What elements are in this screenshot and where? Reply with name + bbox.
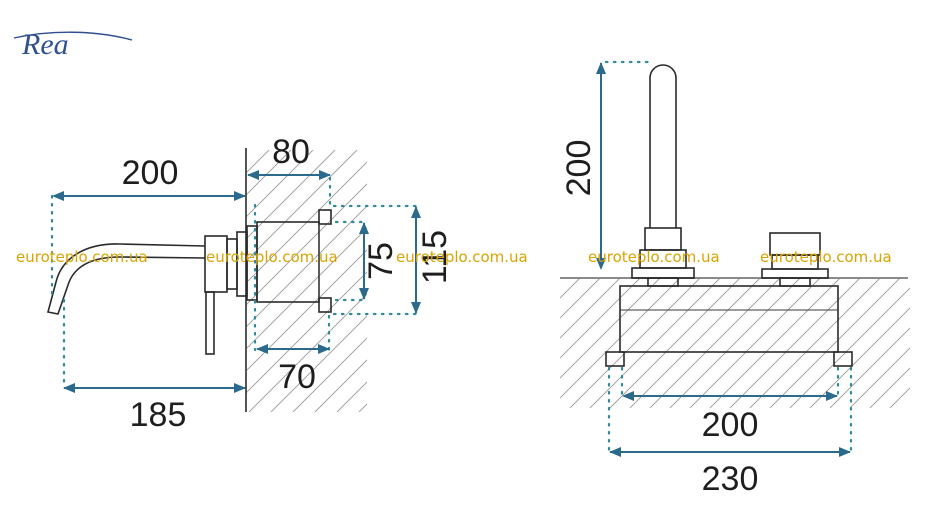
brand-logo: Rea bbox=[13, 28, 133, 61]
hatch-line bbox=[769, 278, 901, 408]
hatch-line bbox=[247, 150, 314, 217]
hatch-line bbox=[248, 293, 367, 412]
hatch-line bbox=[829, 327, 910, 408]
watermark-text: euroteplo.com.ua bbox=[396, 248, 528, 266]
hatch-line bbox=[247, 150, 336, 239]
mixer-body-side bbox=[204, 209, 332, 355]
hatch-line bbox=[560, 278, 581, 299]
hatch-line bbox=[314, 359, 367, 412]
label-inner-width: 200 bbox=[702, 406, 759, 444]
hatch-line bbox=[869, 367, 910, 408]
hatch-line bbox=[292, 337, 367, 412]
dim-arrow-wall-depth bbox=[247, 170, 331, 180]
hatch-line bbox=[749, 278, 881, 408]
dim-arrow-inner-width bbox=[622, 391, 838, 401]
label-height-outer: 115 bbox=[416, 230, 454, 284]
hatch-line bbox=[930, 278, 942, 408]
hatch-line bbox=[709, 278, 841, 408]
hatch-line bbox=[560, 278, 621, 339]
dim-arrow-height-inner bbox=[359, 222, 369, 300]
hatch-line bbox=[491, 150, 753, 412]
hatch-line bbox=[247, 150, 358, 261]
hatch-line bbox=[560, 278, 681, 399]
watermark-text: euroteplo.com.ua bbox=[206, 248, 338, 266]
hatch-line bbox=[247, 205, 367, 327]
hatch-line bbox=[909, 407, 910, 408]
floor-hatch bbox=[560, 278, 942, 408]
label-spout-length: 200 bbox=[122, 154, 179, 192]
hatch-line bbox=[809, 307, 910, 408]
hatch-line bbox=[629, 278, 761, 408]
label-height-inner: 75 bbox=[362, 242, 400, 280]
label-outer-width: 230 bbox=[702, 460, 759, 498]
watermark-text: euroteplo.com.ua bbox=[16, 248, 148, 266]
hatch-line bbox=[649, 278, 781, 408]
hatch-line bbox=[729, 278, 861, 408]
hatch-line bbox=[589, 278, 721, 408]
dim-arrow-body-depth bbox=[256, 344, 330, 354]
hatch-line bbox=[247, 227, 367, 349]
watermark-text: euroteplo.com.ua bbox=[588, 248, 720, 266]
hatch-line bbox=[849, 347, 910, 408]
front-guide-lines bbox=[604, 60, 853, 454]
diverter-front bbox=[761, 232, 829, 287]
watermark-row: euroteplo.com.ua euroteplo.com.ua eurote… bbox=[16, 248, 892, 266]
dim-arrow-lever-height bbox=[596, 62, 606, 270]
label-body-depth: 70 bbox=[278, 358, 316, 396]
hatch-line bbox=[247, 249, 367, 371]
hatch-line bbox=[513, 150, 775, 412]
hatch-line bbox=[560, 278, 561, 279]
mixer-body-front bbox=[605, 285, 853, 367]
lever-front bbox=[631, 64, 695, 287]
hatch-line bbox=[270, 315, 367, 412]
dim-arrow-projection bbox=[63, 383, 246, 393]
hatch-line bbox=[247, 161, 367, 283]
hatch-line bbox=[247, 271, 367, 393]
hatch-line bbox=[689, 278, 821, 408]
hatch-line bbox=[601, 150, 863, 412]
dim-arrow-outer-width bbox=[609, 447, 851, 457]
dim-arrow-spout-length bbox=[52, 191, 246, 201]
side-guide-lines bbox=[50, 176, 418, 390]
label-wall-depth: 80 bbox=[272, 133, 310, 171]
hatch-line bbox=[560, 278, 601, 319]
hatch-line bbox=[247, 183, 367, 305]
spout-side bbox=[47, 243, 206, 315]
hatch-line bbox=[560, 278, 641, 359]
hatch-line bbox=[579, 150, 841, 412]
hatch-line bbox=[669, 278, 801, 408]
hatch-line bbox=[569, 278, 701, 408]
hatch-line bbox=[247, 150, 292, 195]
hatch-line bbox=[889, 387, 910, 408]
label-projection: 185 bbox=[130, 396, 187, 434]
hatch-line bbox=[609, 278, 741, 408]
hatch-line bbox=[560, 278, 661, 379]
wall-hatch bbox=[247, 150, 863, 412]
dim-arrow-height-outer bbox=[411, 206, 421, 314]
watermark-text: euroteplo.com.ua bbox=[760, 248, 892, 266]
brand-logo-text: Rea bbox=[21, 28, 69, 61]
label-lever-height: 200 bbox=[560, 140, 598, 197]
hatch-line bbox=[789, 287, 910, 408]
